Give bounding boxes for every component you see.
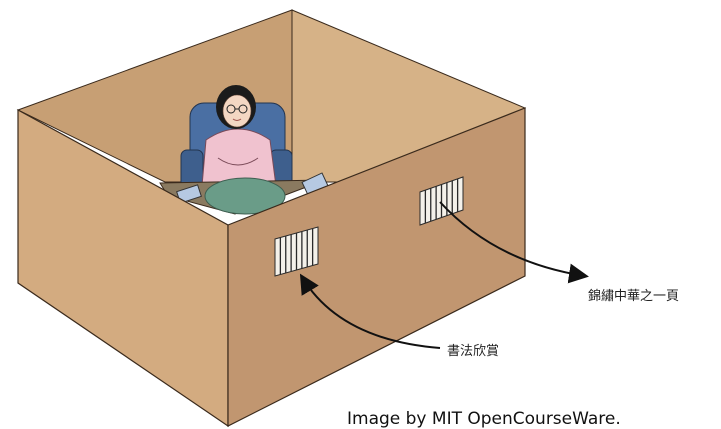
image-credit: Image by MIT OpenCourseWare. [347,409,621,429]
right-slot-label: 錦繡中華之一頁 [588,288,679,304]
front-slot [274,226,319,277]
arrow-to-right-label [439,201,589,284]
arrow-to-front-slot [299,273,441,349]
front-slot-label: 書法欣賞 [447,344,499,359]
person-operator [201,85,277,187]
skirt [204,177,286,215]
